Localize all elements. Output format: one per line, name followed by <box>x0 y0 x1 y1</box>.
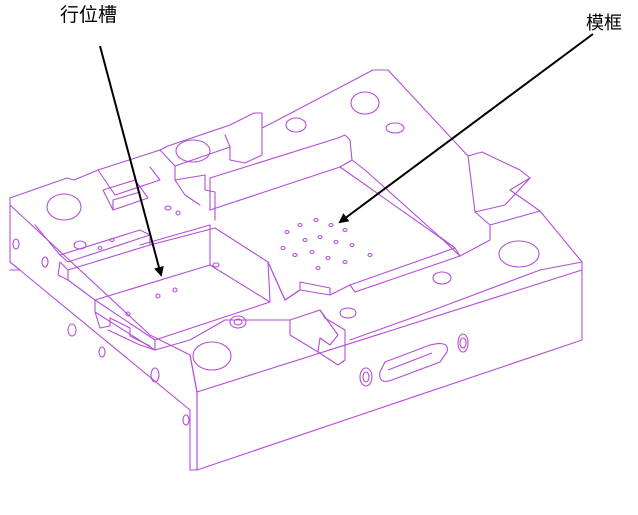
front-face-features <box>229 315 469 387</box>
cavity-floor <box>209 166 456 301</box>
mounting-holes <box>12 91 540 426</box>
mold-plate-outline <box>9 69 583 471</box>
front-ledge-3 <box>189 354 198 393</box>
right-front-face <box>196 269 583 471</box>
hole-back-top-right <box>350 91 380 115</box>
hole-side-3 <box>67 323 77 337</box>
slider-slot-step <box>94 311 151 347</box>
back-step-notch <box>229 127 263 164</box>
front-block-2 <box>289 319 319 353</box>
hole-right-small-2 <box>432 271 452 285</box>
hole-slot-8 <box>97 245 103 251</box>
left-face-top-edge <box>9 204 198 393</box>
cavity-right-wall <box>351 159 461 257</box>
slider-slot-label: 行位槽 <box>60 4 118 26</box>
hole-right-small <box>385 122 405 134</box>
hole-right-big <box>498 240 540 268</box>
hole-back-top-left <box>175 139 211 163</box>
hole-front-small <box>339 307 357 319</box>
hole-side-4 <box>98 346 106 358</box>
front-tap-2b <box>459 337 467 349</box>
back-left-block <box>97 166 161 196</box>
hole-slot-5 <box>155 293 161 299</box>
back-left-pocket <box>102 179 149 211</box>
cavity-right-lip <box>349 255 461 293</box>
mold-frame-leader-arrow <box>338 33 594 224</box>
right-step-floor <box>474 210 541 226</box>
slider-slot-back <box>139 224 211 266</box>
slider-slot-wall <box>67 279 156 351</box>
front-block-3 <box>319 309 346 346</box>
hole-slot-6 <box>125 311 131 317</box>
hole-side-1 <box>12 238 20 250</box>
hole-back-small <box>285 117 307 133</box>
back-center-step <box>174 165 216 221</box>
hole-slot-4 <box>172 287 178 293</box>
left-bottom-edge <box>9 261 21 271</box>
front-ledge-2 <box>349 261 583 341</box>
back-step-block <box>159 134 231 167</box>
hole-side-6 <box>182 414 190 426</box>
front-tap-2 <box>457 333 469 353</box>
hole-slot-2 <box>175 210 181 216</box>
front-ledge <box>154 319 291 351</box>
slider-slot-edge <box>107 329 156 351</box>
right-step-block <box>467 155 531 213</box>
slider-slot-side <box>149 227 271 303</box>
hole-slot-7 <box>109 237 115 243</box>
hole-slot-1 <box>164 205 172 211</box>
front-tap-3 <box>229 315 247 329</box>
front-tap-3b <box>233 318 243 326</box>
slider-slot-leader-arrow <box>99 45 164 277</box>
left-rail-wall-2 <box>59 229 151 256</box>
front-long-slot-inner <box>387 352 433 371</box>
mold-frame-label: 模框 <box>586 13 622 34</box>
left-rail-wall <box>34 224 151 281</box>
hole-side-5 <box>150 367 160 383</box>
left-front-face <box>9 197 198 471</box>
hole-slot-3 <box>212 262 220 268</box>
hole-left-top <box>46 193 82 221</box>
hole-front-big <box>192 341 232 371</box>
hole-side-2 <box>41 256 49 268</box>
right-step-wall <box>439 224 491 257</box>
front-block <box>289 309 346 366</box>
front-tap-1b <box>362 371 370 383</box>
front-tap-1 <box>359 367 373 387</box>
front-long-slot <box>379 343 448 382</box>
back-center-step-2 <box>174 179 201 206</box>
outer-top-outline <box>9 69 583 271</box>
hole-left-mid <box>73 240 87 250</box>
cavity-front-lip <box>267 261 331 301</box>
back-left-pocket-inner <box>112 191 141 211</box>
cavity-back-wall <box>209 134 353 179</box>
